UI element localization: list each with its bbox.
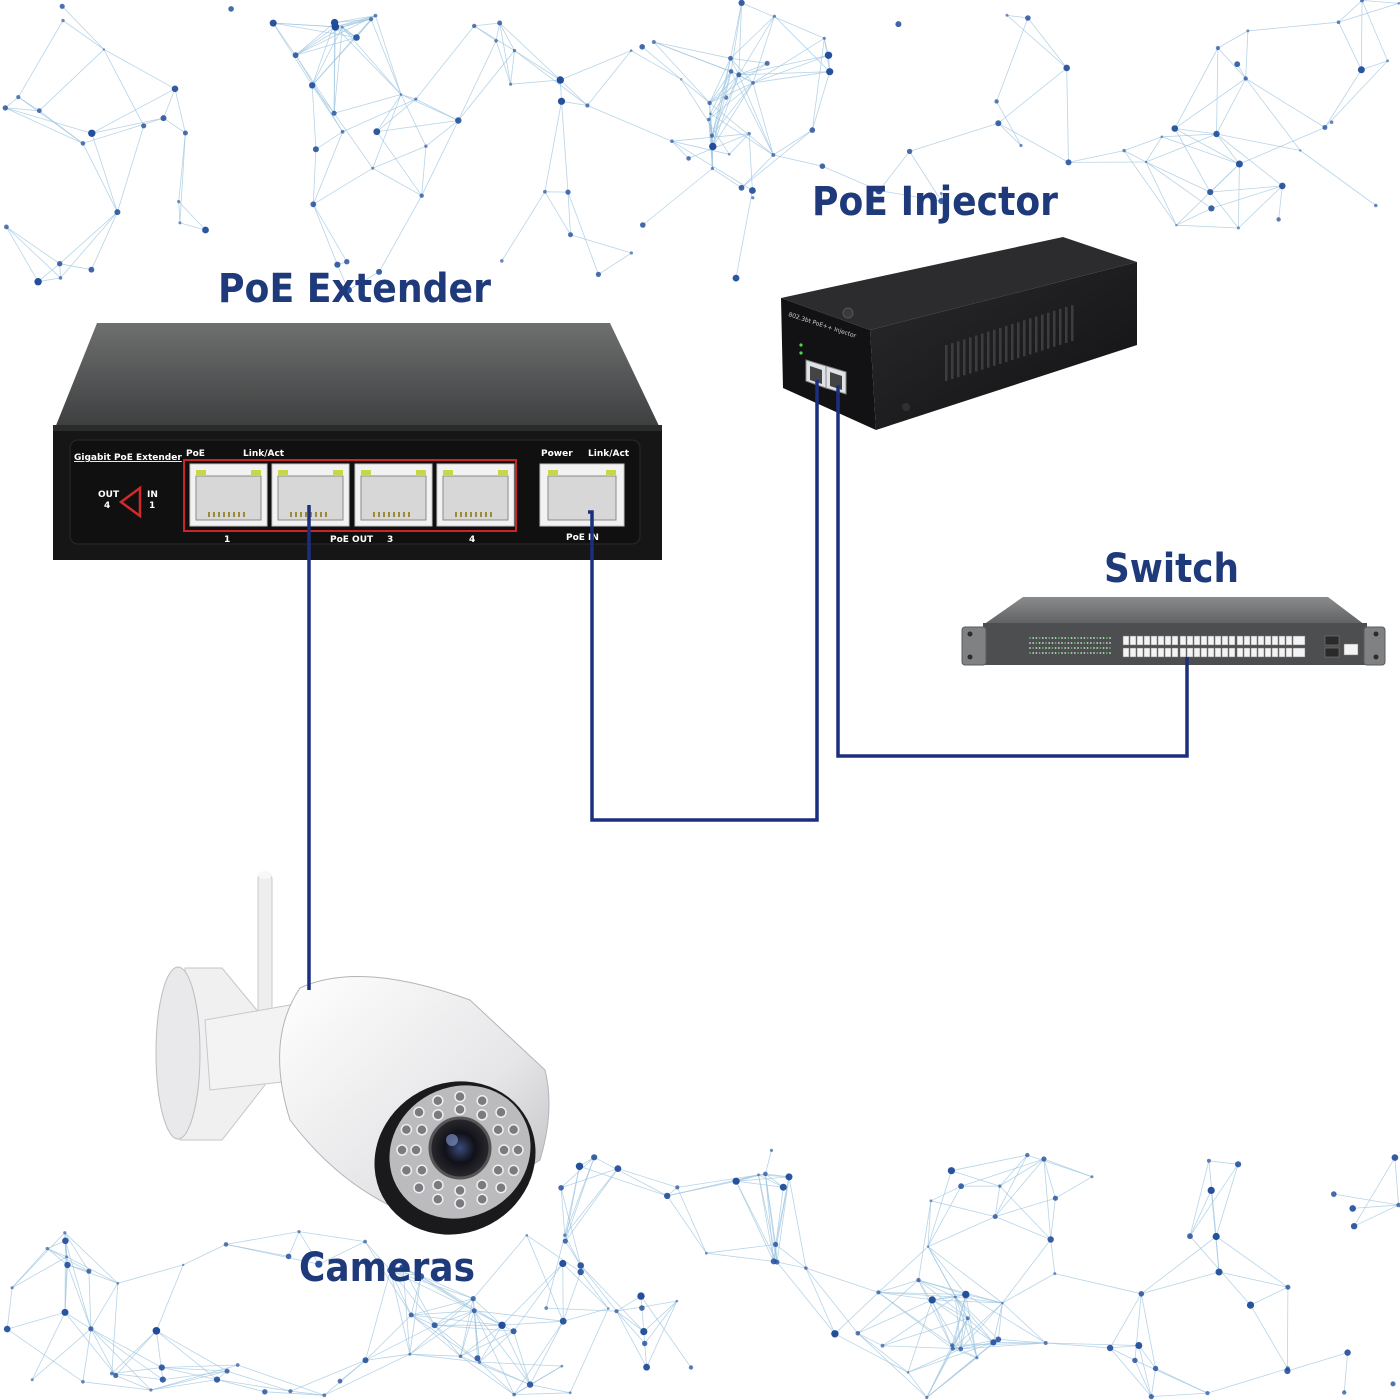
extender-port3-label: 3 [387, 535, 393, 545]
extender-out-num: 4 [104, 501, 110, 511]
extender-link-act-label: Link/Act [243, 449, 285, 459]
camera-ir-leds [396, 1090, 524, 1210]
extender-ports [189, 463, 515, 527]
poe-extender-device: Gigabit PoE Extender PoE Link/Act Power … [53, 323, 662, 560]
switch-leds [1029, 637, 1111, 654]
extender-in-label: IN [147, 490, 158, 500]
extender-port4-label: 4 [469, 535, 475, 545]
extender-brand-text: Gigabit PoE Extender [74, 453, 182, 463]
extender-poe-out-label: PoE OUT [330, 535, 374, 545]
poe-out-frame [183, 459, 517, 532]
extender-out-label: OUT [98, 490, 120, 500]
poe-extender-label: PoE Extender [218, 266, 491, 312]
bullet-camera-device [155, 871, 550, 1235]
cables [307, 380, 1189, 990]
network-switch-device [961, 597, 1386, 666]
cable-injector-to-switch [836, 385, 1189, 758]
switch-ports [1122, 635, 1359, 658]
poe-injector-device: 802.3bt PoE++ Injector [781, 237, 1137, 430]
switch-label: Switch [1104, 546, 1239, 592]
extender-port1-label: 1 [224, 535, 230, 545]
extender-triangle-icon [118, 485, 142, 519]
extender-link-act-label-2: Link/Act [588, 449, 630, 459]
extender-poe-in-label: PoE IN [566, 533, 599, 543]
extender-power-label: Power [541, 449, 573, 459]
poe-injector-label: PoE Injector [812, 179, 1058, 225]
injector-vents [945, 305, 1074, 381]
extender-in-num: 1 [149, 501, 155, 511]
cable-extender-to-injector [588, 380, 819, 822]
camera-lens-icon [428, 1116, 492, 1180]
cameras-label: Cameras [299, 1245, 475, 1291]
extender-poe-label: PoE [186, 449, 205, 459]
